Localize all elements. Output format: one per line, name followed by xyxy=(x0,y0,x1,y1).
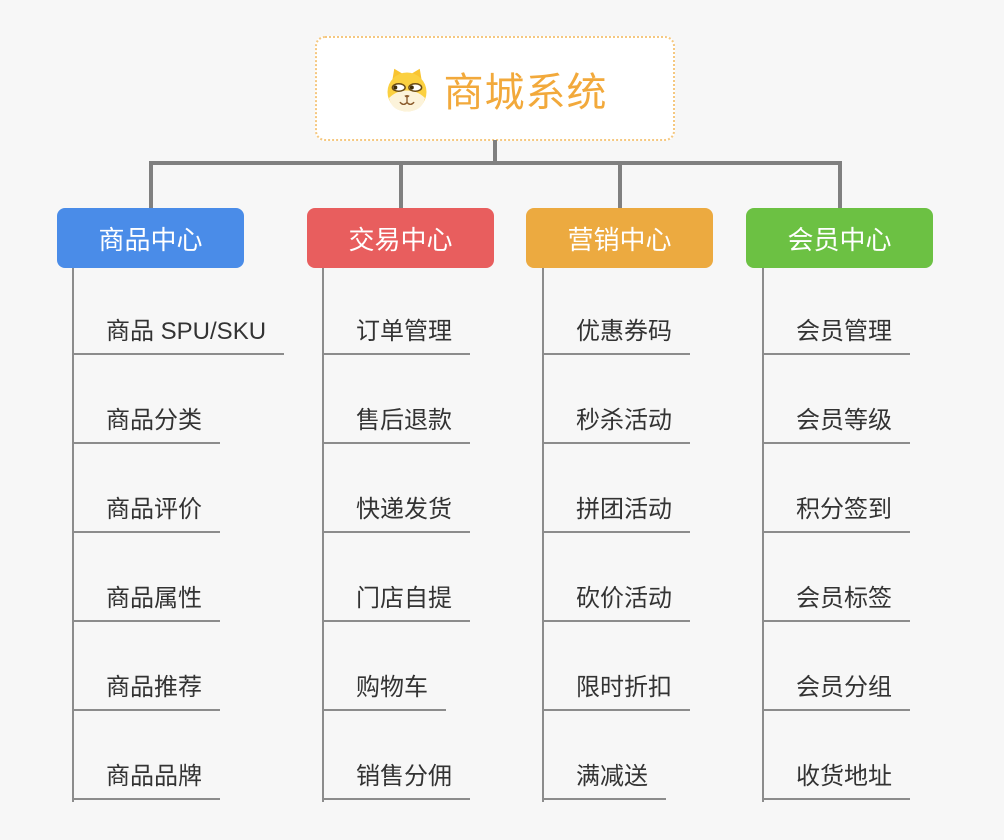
child-connector-trade xyxy=(322,268,324,802)
drop-connector-product xyxy=(149,161,153,208)
leaf-node[interactable]: 商品分类 xyxy=(72,407,220,444)
leaf-node[interactable]: 会员标签 xyxy=(762,585,910,622)
drop-connector-member xyxy=(838,161,842,208)
leaf-node[interactable]: 商品品牌 xyxy=(72,763,220,800)
leaf-node[interactable]: 门店自提 xyxy=(322,585,470,622)
child-connector-member xyxy=(762,268,764,802)
drop-connector-marketing xyxy=(618,161,622,208)
root-node-mall-system[interactable]: 商城系统 xyxy=(315,36,675,141)
leaf-node[interactable]: 购物车 xyxy=(322,674,446,711)
child-connector-product xyxy=(72,268,74,802)
branch-node-member-center[interactable]: 会员中心 xyxy=(746,208,933,268)
leaf-node[interactable]: 商品评价 xyxy=(72,496,220,533)
root-stem-connector xyxy=(493,140,497,163)
drop-connector-trade xyxy=(399,161,403,208)
leaf-node[interactable]: 商品 SPU/SKU xyxy=(72,318,285,355)
leaf-node[interactable]: 销售分佣 xyxy=(322,763,470,800)
leaf-node[interactable]: 秒杀活动 xyxy=(542,407,690,444)
leaf-node[interactable]: 商品属性 xyxy=(72,585,220,622)
leaf-node[interactable]: 优惠券码 xyxy=(542,318,690,355)
leaf-node[interactable]: 收货地址 xyxy=(762,763,910,800)
leaf-node[interactable]: 商品推荐 xyxy=(72,674,220,711)
leaf-node[interactable]: 会员管理 xyxy=(762,318,910,355)
child-connector-marketing xyxy=(542,268,544,802)
branch-node-trade-center[interactable]: 交易中心 xyxy=(307,208,494,268)
leaf-node[interactable]: 订单管理 xyxy=(322,318,470,355)
leaf-node[interactable]: 会员分组 xyxy=(762,674,910,711)
leaf-node[interactable]: 快递发货 xyxy=(322,496,470,533)
leaf-node[interactable]: 会员等级 xyxy=(762,407,910,444)
shiba-dog-icon xyxy=(387,68,426,111)
leaf-node[interactable]: 售后退款 xyxy=(322,407,470,444)
horizontal-connector xyxy=(149,161,841,165)
leaf-node[interactable]: 砍价活动 xyxy=(542,585,690,622)
branch-node-product-center[interactable]: 商品中心 xyxy=(57,208,244,268)
leaf-node[interactable]: 拼团活动 xyxy=(542,496,690,533)
leaf-node[interactable]: 满减送 xyxy=(542,763,666,800)
root-title: 商城系统 xyxy=(443,70,608,115)
branch-node-marketing-center[interactable]: 营销中心 xyxy=(526,208,713,268)
leaf-node[interactable]: 积分签到 xyxy=(762,496,910,533)
leaf-node[interactable]: 限时折扣 xyxy=(542,674,690,711)
